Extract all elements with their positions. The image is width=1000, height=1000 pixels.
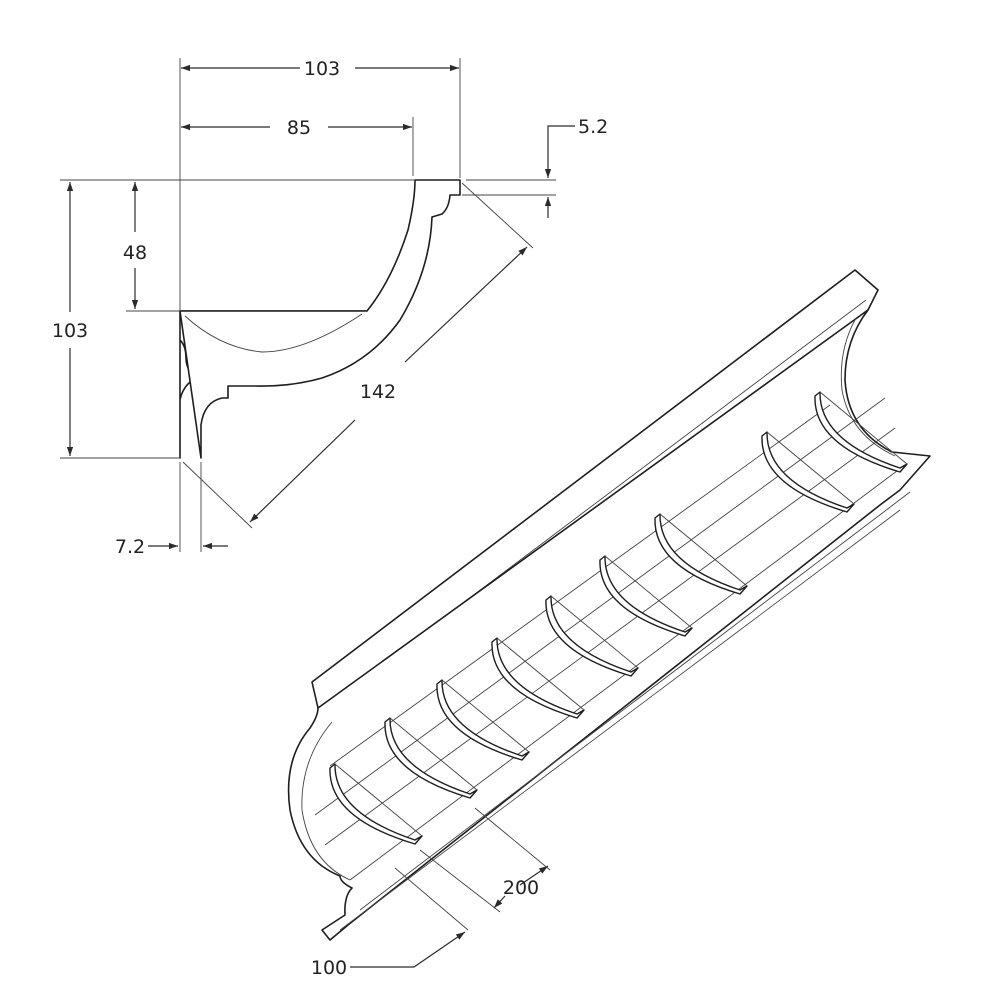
fin <box>654 513 748 595</box>
profile-shelf-curve <box>184 313 363 353</box>
dim-end-offset-label: 100 <box>311 957 347 979</box>
dim-inner-width-label: 85 <box>287 117 311 139</box>
fin-inner-edge <box>659 513 748 587</box>
dim-top-offset: 5.2 <box>544 116 608 218</box>
fin-inner-edge <box>334 763 423 837</box>
isometric-view <box>287 269 931 941</box>
dim-base-thickness: 7.2 <box>115 536 228 558</box>
fin-inner-edge <box>819 391 908 465</box>
fin-inner-edge <box>496 637 585 711</box>
fin <box>814 391 908 473</box>
fin-inner-edge <box>441 679 530 753</box>
fin <box>491 637 585 719</box>
dim-total-height: 103 <box>52 182 88 456</box>
fin <box>436 679 530 761</box>
dim-top-offset-label: 5.2 <box>578 116 608 138</box>
fin <box>384 717 478 799</box>
fin-inner-edge <box>766 431 855 505</box>
fin <box>329 763 423 845</box>
iso-fins <box>329 391 908 845</box>
dim-diagonal-label: 142 <box>360 381 396 403</box>
dim-end-offset: 100 <box>311 867 469 979</box>
dim-fin-spacing: 200 <box>419 807 551 913</box>
cross-section-profile <box>179 179 461 459</box>
fin-inner-edge <box>604 555 693 629</box>
fin-inner-edge <box>550 595 639 669</box>
dim-shelf-height-label: 48 <box>123 242 147 264</box>
dim-total-width: 103 <box>181 58 459 80</box>
profile-body <box>179 179 461 459</box>
dim-base-thickness-label: 7.2 <box>115 536 145 558</box>
dim-total-height-label: 103 <box>52 320 88 342</box>
iso-body <box>287 309 931 941</box>
dim-diagonal: 142 <box>249 246 528 523</box>
fin-inner-edge <box>389 717 478 791</box>
fin <box>761 431 855 513</box>
fin <box>545 595 639 677</box>
dim-inner-width: 85 <box>181 117 412 139</box>
dim-total-width-label: 103 <box>304 58 340 80</box>
dim-shelf-height: 48 <box>123 182 147 309</box>
fin <box>599 555 693 637</box>
extension-lines <box>60 58 556 552</box>
dim-fin-spacing-label: 200 <box>503 877 539 899</box>
